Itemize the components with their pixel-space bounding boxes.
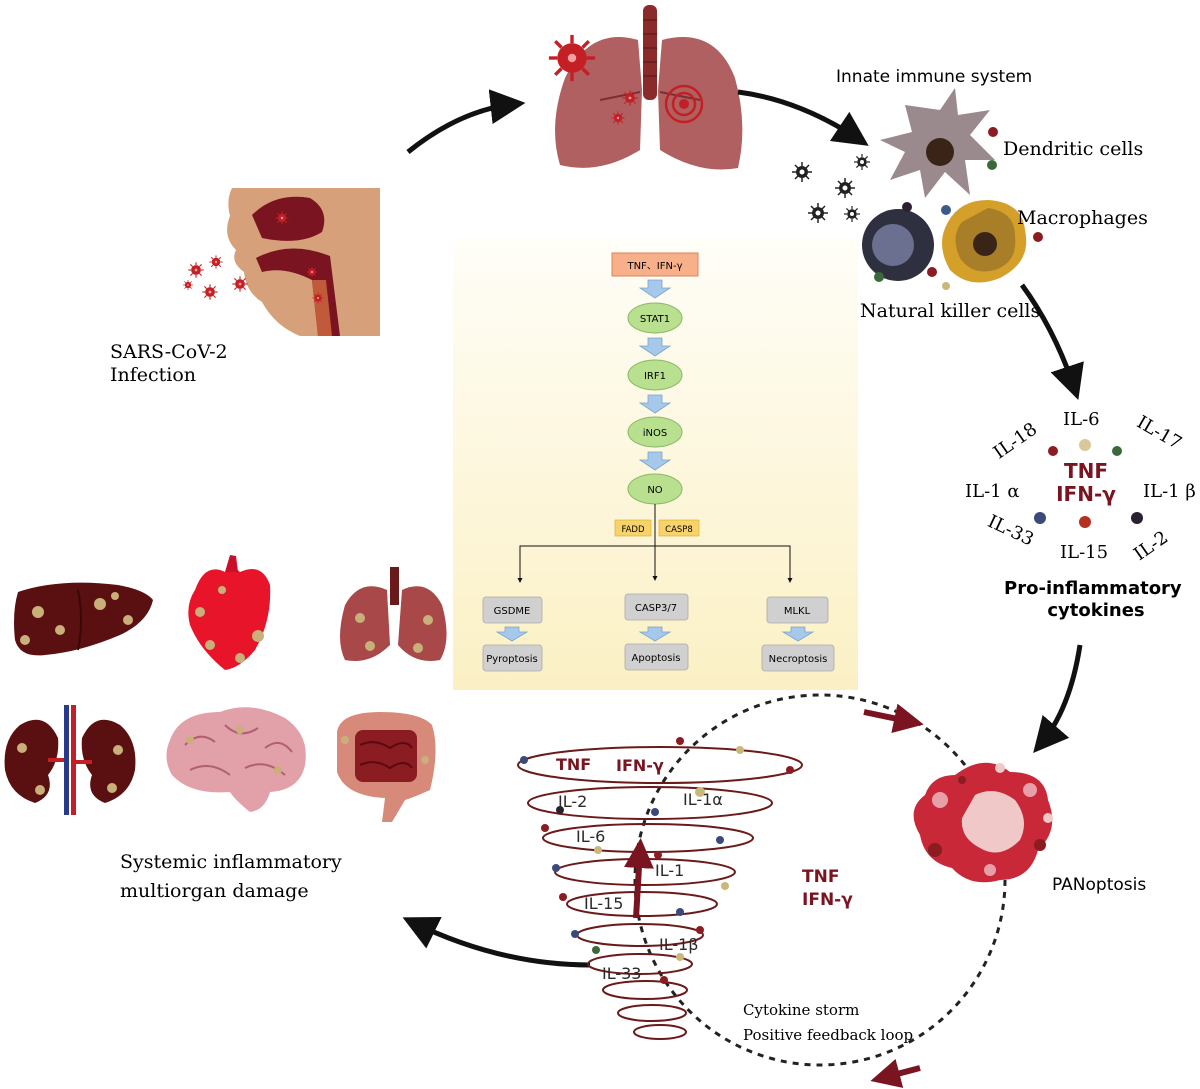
tornado-dots — [520, 737, 794, 984]
cytokine-il1a: IL-1 α — [965, 481, 1019, 502]
loop-arrow-top — [863, 703, 924, 734]
outcome-necroptosis: Necroptosis — [769, 654, 828, 665]
tornado-up-arrow — [623, 838, 654, 919]
macrophages-label: Macrophages — [1017, 207, 1148, 229]
panoptosis-label: PANoptosis — [1052, 875, 1146, 895]
tornado-labels: TNF IFN-γ IL-2 IL-1α IL-6 IL-1 IL-15 IL-… — [556, 755, 723, 983]
kidneys-icon — [4, 705, 136, 815]
outcome-apoptosis: Apoptosis — [632, 653, 681, 664]
arrow-to-organs — [402, 917, 591, 968]
branch-casp37: CASP3/7 — [635, 603, 677, 614]
panoptosis-cell-icon — [913, 762, 1053, 883]
tornado-il15: IL-15 — [584, 894, 623, 913]
tornado-icon — [517, 746, 803, 1040]
infection-line1: SARS-CoV-2 — [110, 341, 228, 363]
ring-center-tnf: TNF — [1064, 459, 1108, 483]
cytokine-il1b: IL-1 β — [1143, 481, 1196, 502]
cytokine-il17: IL-17 — [1133, 412, 1185, 454]
branch-gsdme: GSDME — [494, 606, 531, 617]
loop-arrow-bottom — [870, 1058, 921, 1088]
tornado-il1a: IL-1α — [683, 790, 723, 809]
outcome-pyroptosis: Pyroptosis — [486, 654, 538, 665]
organ-lungs-icon — [340, 567, 447, 661]
macrophage-icon — [941, 200, 1027, 283]
liver-icon — [14, 582, 153, 656]
nk-cells-label: Natural killer cells — [860, 300, 1040, 322]
cytokine-il6: IL-6 — [1063, 409, 1100, 430]
head-profile-icon — [182, 188, 380, 336]
cytokine-il15: IL-15 — [1060, 542, 1108, 563]
pathway-step-no: NO — [647, 485, 662, 496]
adaptor-casp8: CASP8 — [665, 525, 693, 535]
nk-cell-icon — [862, 209, 934, 281]
dendritic-cell-icon — [880, 88, 995, 198]
brain-icon — [166, 707, 306, 812]
pathway-panel: TNF、IFN-γ STAT1 IRF1 iNOS NO FADD CASP8 — [453, 237, 858, 690]
pathway-top: TNF、IFN-γ — [626, 261, 682, 272]
tornado-il1: IL-1 — [655, 861, 684, 880]
infection-line2: Infection — [110, 364, 196, 386]
cytokine-il33: IL-33 — [984, 511, 1036, 550]
pro-inflammatory-label: Pro-inflammatory cytokines — [1004, 578, 1188, 621]
ring-center-ifng: IFN-γ — [1056, 482, 1116, 506]
branch-mlkl: MLKL — [784, 606, 811, 617]
tornado-il33: IL-33 — [602, 964, 641, 983]
tornado-tnf: TNF — [556, 755, 591, 774]
arrow-to-panoptosis — [1033, 644, 1083, 753]
arrow-to-lungs — [406, 89, 526, 154]
systemic-damage-label: Systemic inflammatory multiorgan damage — [120, 851, 348, 902]
cytokine-ring: IL-18 IL-6 IL-17 IL-1 α IL-1 β IL-33 IL-… — [965, 409, 1196, 565]
arrow-to-immune — [737, 89, 869, 146]
virus-icon — [547, 33, 597, 83]
pathway-step-inos: iNOS — [643, 428, 667, 439]
side-ifng: IFN-γ — [802, 890, 853, 910]
dendritic-cells-label: Dendritic cells — [1003, 138, 1143, 160]
tornado-il6: IL-6 — [576, 827, 605, 846]
side-tnf: TNF — [802, 867, 839, 887]
adaptor-fadd: FADD — [621, 525, 644, 535]
cytokine-il18: IL-18 — [990, 419, 1041, 464]
pathway-step-irf1: IRF1 — [644, 371, 666, 382]
heart-icon — [188, 555, 271, 670]
immune-dots — [874, 127, 1043, 290]
tornado-il2: IL-2 — [558, 792, 587, 811]
cytokine-il2: IL-2 — [1130, 527, 1172, 565]
innate-immune-label: Innate immune system — [836, 67, 1032, 87]
tornado-il1b: IL-1β — [659, 935, 699, 954]
infection-label: SARS-CoV-2 Infection — [110, 341, 234, 386]
feedback-loop-circle — [633, 693, 1007, 1067]
arrow-to-cytokines — [1019, 283, 1084, 400]
intestine-icon — [337, 712, 436, 822]
pathway-step-stat1: STAT1 — [640, 314, 670, 325]
virus-cluster — [791, 153, 871, 224]
cytokine-storm-label: Cytokine storm Positive feedback loop — [743, 1001, 913, 1044]
tornado-ifng: IFN-γ — [616, 756, 664, 775]
lungs-icon — [547, 5, 743, 170]
